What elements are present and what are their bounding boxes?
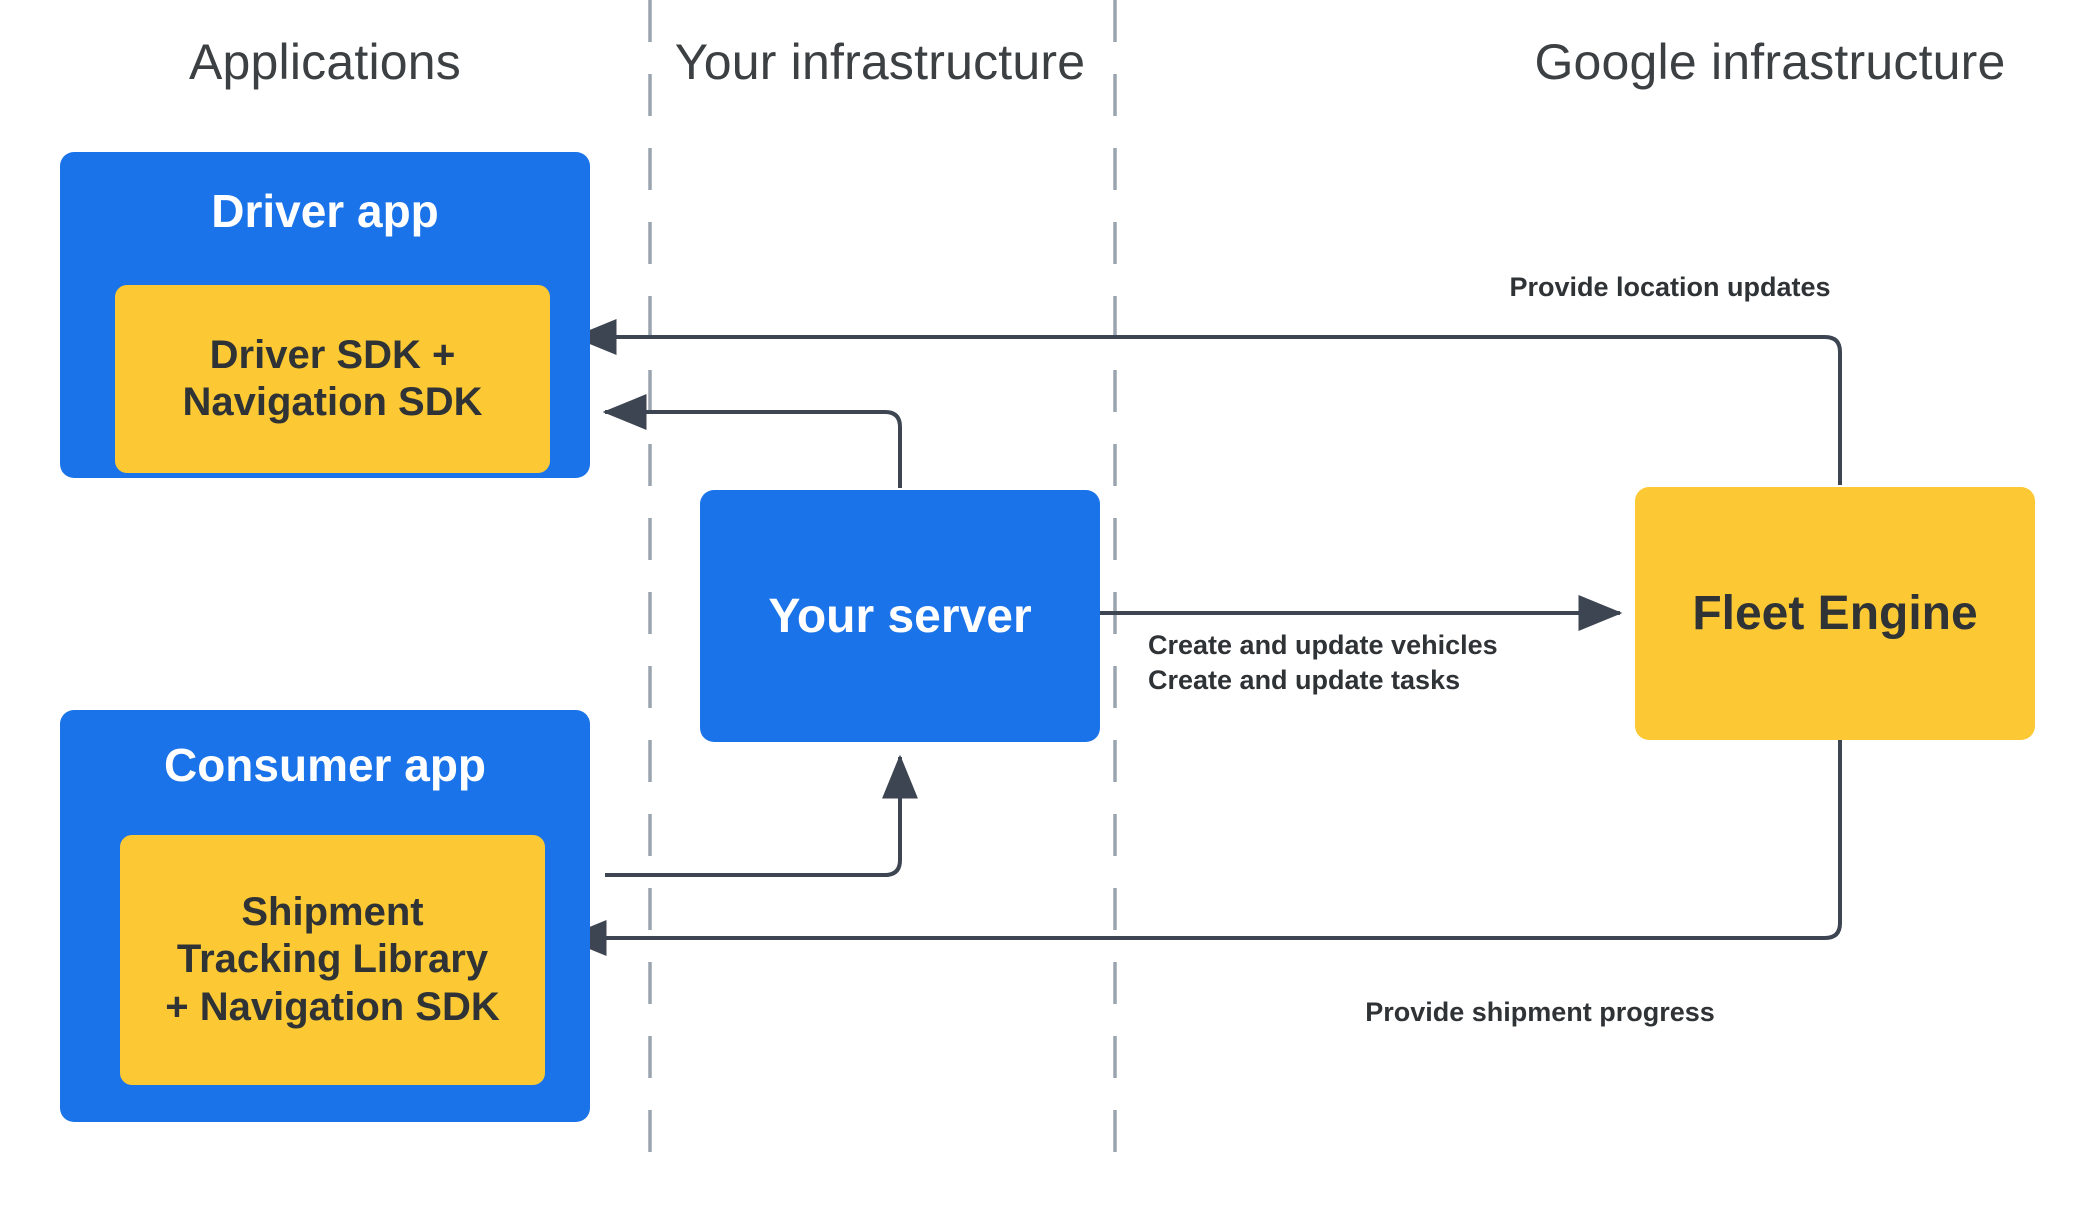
driver-sdk-label: Driver SDK + Navigation SDK [182,332,483,424]
node-driver-app[interactable]: Driver app Driver SDK + Navigation SDK [60,152,590,478]
driver-app-title: Driver app [211,185,439,237]
edge-label-tasks: Create and update tasks [1148,664,1461,695]
column-header-google-infrastructure: Google infrastructure [1534,34,2006,90]
edge-label-provide-shipment-progress: Provide shipment progress [1365,997,1715,1027]
consumer-app-title: Consumer app [163,739,487,791]
column-header-applications: Applications [188,34,461,90]
edge-provide-shipment-progress [562,740,1842,956]
node-driver-sdk[interactable]: Driver SDK + Navigation SDK [115,285,550,473]
node-fleet-engine[interactable]: Fleet Engine [1635,487,2035,740]
node-your-server[interactable]: Your server [700,490,1100,742]
your-server-label: Your server [768,589,1032,643]
edge-server-to-consumer-app [605,754,918,877]
edge-server-to-driver-app [602,394,902,488]
node-shipment-tracking-library[interactable]: Shipment Tracking Library + Navigation S… [120,835,545,1085]
edge-provide-location-updates [572,319,1842,485]
edge-label-provide-location-updates: Provide location updates [1509,272,1831,302]
fleet-engine-label: Fleet Engine [1692,587,1978,640]
node-consumer-app[interactable]: Consumer app Shipment Tracking Library +… [60,710,590,1122]
edge-label-create-and-update: Create and update vehicles Create and up… [1148,628,1498,697]
edge-label-vehicles: Create and update vehicles [1148,630,1498,660]
column-header-your-infrastructure: Your infrastructure [674,34,1086,90]
consumer-sdk-label: Shipment Tracking Library + Navigation S… [165,890,500,1029]
